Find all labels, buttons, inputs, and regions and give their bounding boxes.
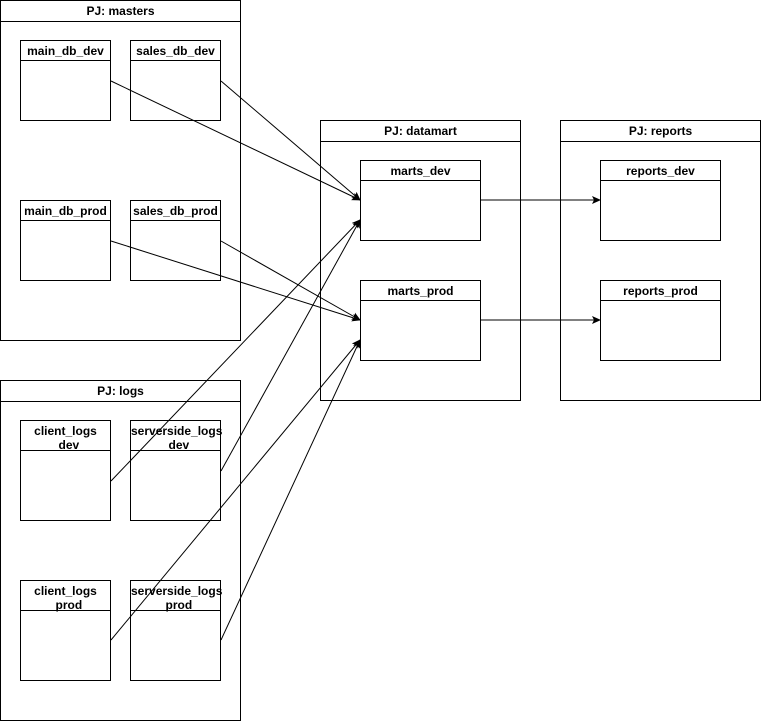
edge-serverside-logs-prod-to-marts-prod[interactable] xyxy=(220,339,361,641)
edge-sales-db-prod-to-marts-prod[interactable] xyxy=(220,240,361,321)
table-title-line: serverside_logs xyxy=(131,424,223,438)
table-title-line: client_logs xyxy=(34,424,97,438)
table-title-line: _prod xyxy=(48,598,83,612)
edge-serverside-logs-dev-to-marts-dev[interactable] xyxy=(220,219,361,472)
table-title: client_logs _prod xyxy=(21,581,110,612)
table-reports-dev[interactable]: reports_dev xyxy=(600,160,721,241)
table-title: serverside_logs _dev xyxy=(131,421,223,452)
edge-main-db-dev-to-marts-dev[interactable] xyxy=(110,80,361,201)
table-title: marts_dev xyxy=(361,161,480,181)
edge-client-logs-dev-to-marts-dev[interactable] xyxy=(110,219,361,482)
table-title: main_db_dev xyxy=(21,41,110,61)
table-reports-prod[interactable]: reports_prod xyxy=(600,280,721,361)
table-title-line: client_logs xyxy=(34,584,97,598)
table-main-db-prod[interactable]: main_db_prod xyxy=(20,200,111,281)
table-serverside-logs-dev[interactable]: serverside_logs _dev xyxy=(130,420,223,521)
edge-client-logs-prod-to-marts-prod[interactable] xyxy=(110,339,361,641)
table-title: marts_prod xyxy=(361,281,480,301)
table-sales-db-prod[interactable]: sales_db_prod xyxy=(130,200,221,281)
table-title-line: _prod xyxy=(158,598,193,612)
table-title: client_logs _dev xyxy=(21,421,110,452)
container-title: PJ: reports xyxy=(561,121,760,142)
table-serverside-logs-prod[interactable]: serverside_logs _prod xyxy=(130,580,223,681)
table-client-logs-dev[interactable]: client_logs _dev xyxy=(20,420,111,521)
table-title: serverside_logs _prod xyxy=(131,581,223,612)
edge-main-db-prod-to-marts-prod[interactable] xyxy=(110,240,361,322)
table-title: sales_db_prod xyxy=(131,201,220,221)
table-title-line: _dev xyxy=(161,438,190,452)
table-client-logs-prod[interactable]: client_logs _prod xyxy=(20,580,111,681)
table-title: main_db_prod xyxy=(21,201,110,221)
edge-sales-db-dev-to-marts-dev[interactable] xyxy=(220,80,361,201)
table-title: sales_db_dev xyxy=(131,41,220,61)
table-title-line: serverside_logs xyxy=(131,584,223,598)
table-title: reports_dev xyxy=(601,161,720,181)
table-title-line: _dev xyxy=(51,438,80,452)
table-main-db-dev[interactable]: main_db_dev xyxy=(20,40,111,121)
container-title: PJ: logs xyxy=(1,381,240,402)
table-marts-dev[interactable]: marts_dev xyxy=(360,160,481,241)
container-title: PJ: datamart xyxy=(321,121,520,142)
table-title: reports_prod xyxy=(601,281,720,301)
table-sales-db-dev[interactable]: sales_db_dev xyxy=(130,40,221,121)
container-title: PJ: masters xyxy=(1,1,240,22)
table-marts-prod[interactable]: marts_prod xyxy=(360,280,481,361)
